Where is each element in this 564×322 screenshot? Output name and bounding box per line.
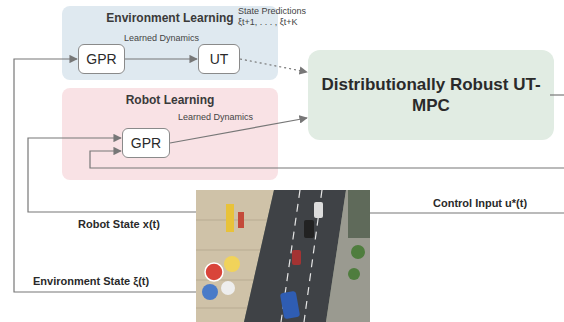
scene-part (196, 190, 370, 322)
scene-part (351, 245, 365, 259)
edge-label-holder: Learned Dynamics (178, 112, 253, 123)
process-box: GPR (78, 44, 125, 74)
environment-state-wire (14, 59, 196, 292)
group-panel: Robot LearningGPR (62, 88, 278, 180)
scene-part (226, 204, 234, 232)
signal-label: Environment State ξ(t) (33, 275, 149, 287)
controller-box: Distributionally Robust UT-MPC (308, 50, 554, 140)
panel-title: Robot Learning (62, 88, 278, 107)
scene-part (196, 280, 254, 281)
scene-part (348, 190, 370, 238)
process-box: UT (198, 44, 240, 74)
edge-label-holder: State Predictions ξt+1, . . . , ξt+K (238, 6, 322, 29)
flow-arrow (240, 59, 307, 72)
edge-label-holder: Learned Dynamics (124, 33, 199, 44)
flow-arrow (125, 58, 197, 59)
signal-label: Control Input u*(t) (433, 197, 527, 209)
scene-part (292, 250, 301, 265)
scene-part (221, 281, 235, 295)
scene-part (314, 202, 323, 218)
scene-part (196, 308, 248, 309)
edge-label: Learned Dynamics (178, 112, 253, 123)
box-label: Distributionally Robust UT-MPC (318, 74, 544, 117)
scene-part (196, 250, 261, 251)
process-box: GPR (122, 128, 170, 158)
scene-part (205, 263, 223, 281)
scene-part (238, 212, 244, 228)
scene-part (348, 268, 360, 280)
scene-part (224, 256, 240, 272)
control-input-wire (370, 212, 564, 213)
edge-label: Learned Dynamics (124, 33, 199, 44)
street-scene (196, 190, 370, 322)
scene-part (304, 220, 314, 238)
box-label: UT (210, 51, 229, 68)
controller-output-wire (550, 94, 564, 95)
scene-part (304, 190, 322, 322)
robot-state-wire (28, 138, 196, 212)
box-label: GPR (86, 51, 116, 68)
scene-part (326, 190, 370, 322)
scene-part (280, 291, 300, 319)
box-label: GPR (131, 135, 161, 152)
signal-label: Robot State x(t) (78, 218, 160, 230)
edge-label: State Predictions ξt+1, . . . , ξt+K (238, 6, 322, 29)
scene-part (202, 284, 218, 300)
control-feedback-wire (90, 151, 564, 168)
